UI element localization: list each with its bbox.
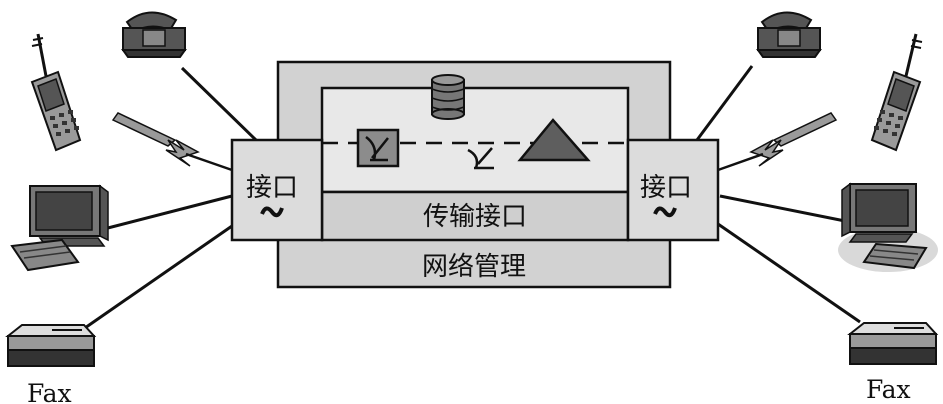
left-fax-line [81, 224, 233, 332]
switching-element-icon [467, 147, 494, 170]
right-computer-icon [838, 182, 938, 272]
left-interface-tilde-icon [260, 206, 284, 218]
right-fax-label: Fax [866, 375, 911, 404]
left-mobile-phone-icon [30, 33, 82, 152]
left-telephone-icon [121, 11, 187, 58]
right-telephone-icon [756, 11, 822, 58]
left-computer-icon [10, 184, 109, 272]
left-interface-box [230, 138, 324, 242]
right-computer-line [719, 194, 851, 224]
right-fax-line [717, 222, 861, 324]
left-wireless-link [111, 112, 233, 172]
database-icon [431, 74, 465, 120]
triangle-icon [517, 118, 591, 162]
central-node: 接口 接口 传输接口 网络管理 [230, 60, 720, 289]
right-fax-icon [847, 322, 939, 365]
left-connections [81, 66, 260, 332]
left-computer-line [99, 194, 233, 232]
right-interface-label: 接口 [640, 173, 692, 203]
network-management-label: 网络管理 [422, 252, 526, 282]
left-phone-line [180, 66, 260, 144]
left-interface-label: 接口 [246, 173, 298, 203]
right-interface-box [626, 138, 720, 242]
transmission-interface-label: 传输接口 [423, 202, 527, 232]
left-fax-label: Fax [27, 379, 72, 404]
cross-connect-switch-icon [356, 128, 400, 168]
right-wireless-link [717, 112, 838, 172]
left-fax-icon [5, 324, 97, 367]
transmission-interface-box [320, 190, 630, 242]
right-connections [695, 65, 861, 324]
right-mobile-phone-icon [870, 33, 923, 152]
right-phone-line [695, 65, 754, 141]
right-interface-tilde-icon [653, 206, 677, 218]
